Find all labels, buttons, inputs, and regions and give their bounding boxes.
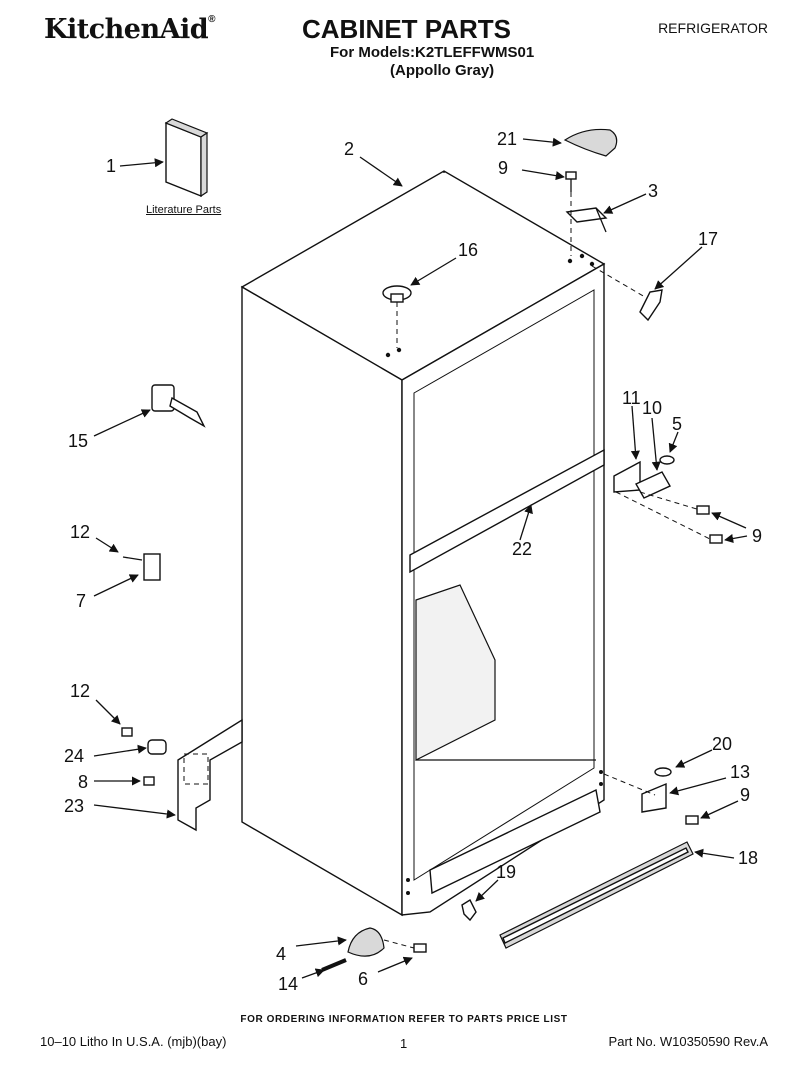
- screw-9-bottom: [685, 815, 699, 825]
- screw-12-lower: [121, 727, 133, 737]
- callout-18: 18: [738, 848, 758, 868]
- callout-6: 6: [358, 969, 368, 989]
- callout-8: 8: [78, 772, 88, 792]
- callout-12-lower: 12: [70, 681, 90, 701]
- screws-9-middle: [615, 491, 723, 544]
- part-number: Part No. W10350590 Rev.A: [608, 1034, 768, 1049]
- plug-button-16: [382, 285, 412, 303]
- ordering-note: FOR ORDERING INFORMATION REFER TO PARTS …: [240, 1014, 568, 1025]
- callout-9-bottom: 9: [740, 785, 750, 805]
- callout-2: 2: [344, 139, 354, 159]
- callout-13: 13: [730, 762, 750, 782]
- hinge-bracket-11: [613, 460, 641, 493]
- hinge-cover-21: [563, 128, 618, 157]
- literature-parts-label: Literature Parts: [146, 204, 222, 216]
- callout-17: 17: [698, 229, 718, 249]
- brand-name: KitchenAid: [44, 14, 209, 45]
- bottom-hinge-13: [641, 782, 667, 813]
- screw-6: [413, 943, 427, 953]
- callout-15: 15: [68, 431, 88, 451]
- washer-20: [654, 767, 672, 777]
- clip-19: [461, 898, 477, 922]
- page-number: 1: [400, 1036, 408, 1051]
- page-title: CABINET PARTS: [302, 14, 511, 44]
- callout-22: 22: [512, 539, 532, 559]
- screw-8: [143, 776, 155, 786]
- model-number: For Models:K2TLEFFWMS01: [330, 44, 535, 61]
- brand-logo: KitchenAid®: [44, 14, 216, 45]
- callout-5: 5: [672, 414, 682, 434]
- literature-parts-icon: [164, 118, 209, 198]
- callout-21: 21: [497, 129, 517, 149]
- callout-4: 4: [276, 944, 286, 964]
- washer-5: [659, 455, 675, 465]
- door-stop-17: [639, 289, 663, 322]
- callout-9-middle: 9: [752, 526, 762, 546]
- leader-lines: [93, 137, 748, 979]
- callout-12-upper: 12: [70, 522, 90, 542]
- leveling-leg-15: [151, 384, 206, 428]
- callout-14: 14: [278, 974, 298, 994]
- callout-19: 19: [496, 862, 516, 882]
- callout-1: 1: [106, 156, 116, 176]
- print-info: 10–10 Litho In U.S.A. (mjb)(bay): [40, 1034, 227, 1049]
- callout-3: 3: [648, 181, 658, 201]
- clip-24: [147, 739, 167, 755]
- callout-11: 11: [622, 388, 641, 408]
- callout-7: 7: [76, 591, 86, 611]
- appliance-category: REFRIGERATOR: [658, 20, 768, 36]
- callout-9-top: 9: [498, 158, 508, 178]
- callout-numbers: 1 2 3 4 5 6 7 8 9 9 9 10 11 12 12 13 14 …: [64, 129, 762, 994]
- callout-10: 10: [642, 398, 662, 418]
- pin-14: [321, 958, 347, 972]
- hinge-pin-10: [635, 471, 671, 499]
- callout-16: 16: [458, 240, 478, 260]
- screw-9-top: [565, 171, 577, 192]
- side-bracket-23: [177, 718, 243, 832]
- toe-grille-18: [499, 841, 694, 949]
- registered-mark: ®: [208, 14, 216, 25]
- callout-23: 23: [64, 796, 84, 816]
- callout-20: 20: [712, 734, 732, 754]
- bracket-7: [122, 553, 161, 581]
- top-hinge-3: [565, 207, 608, 233]
- callout-24: 24: [64, 746, 84, 766]
- cabinet: [240, 170, 606, 917]
- roller-4: [347, 927, 385, 957]
- model-color: (Appollo Gray): [390, 62, 495, 79]
